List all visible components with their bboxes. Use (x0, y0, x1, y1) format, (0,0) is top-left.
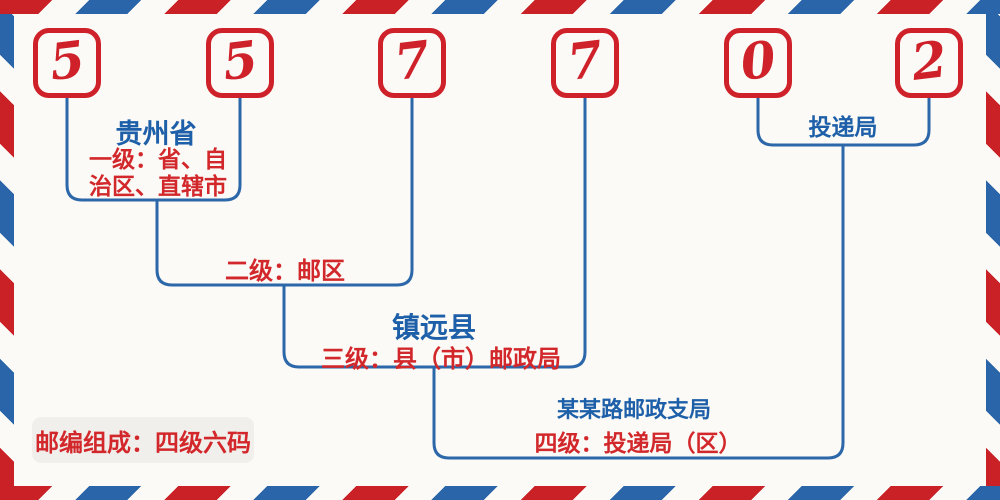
digit-box-1: 5 (33, 28, 101, 98)
digit-1: 5 (45, 29, 88, 92)
composition-badge: 邮编组成：四级六码 (32, 417, 254, 463)
airmail-border-right (986, 0, 1000, 500)
composition-badge-text: 邮编组成：四级六码 (35, 429, 251, 457)
airmail-border-bottom (0, 486, 1000, 500)
digit-6: 2 (907, 29, 950, 92)
digit-box-2: 5 (206, 28, 274, 98)
digit-3: 7 (390, 29, 433, 92)
digit-box-3: 7 (378, 28, 446, 98)
delivery-bureau-label: 投递局 (808, 114, 878, 140)
level1-description: 一级：省、自 治区、直辖市 (89, 146, 227, 200)
digit-box-4: 7 (551, 28, 619, 98)
level1-description-line2: 治区、直辖市 (89, 173, 227, 199)
digit-4: 7 (563, 29, 606, 92)
province-label: 贵州省 (115, 119, 197, 149)
level2-description: 二级：邮区 (225, 258, 345, 285)
branch-office-label: 某某路邮政支局 (556, 397, 712, 422)
digit-2: 5 (218, 29, 261, 92)
level4-description: 四级：投递局（区） (534, 430, 742, 456)
digit-5: 0 (736, 29, 779, 92)
bracket-level4 (432, 145, 845, 460)
airmail-border-top (0, 0, 1000, 14)
bracket-level1 (65, 97, 242, 202)
digit-box-5: 0 (724, 28, 792, 98)
airmail-border-left (0, 0, 14, 500)
county-label: 镇远县 (391, 312, 477, 343)
level1-description-line1: 一级：省、自 (89, 146, 227, 172)
bracket-delivery (756, 97, 931, 147)
level3-description: 三级：县（市）邮政局 (321, 346, 561, 373)
digit-box-6: 2 (895, 28, 963, 98)
